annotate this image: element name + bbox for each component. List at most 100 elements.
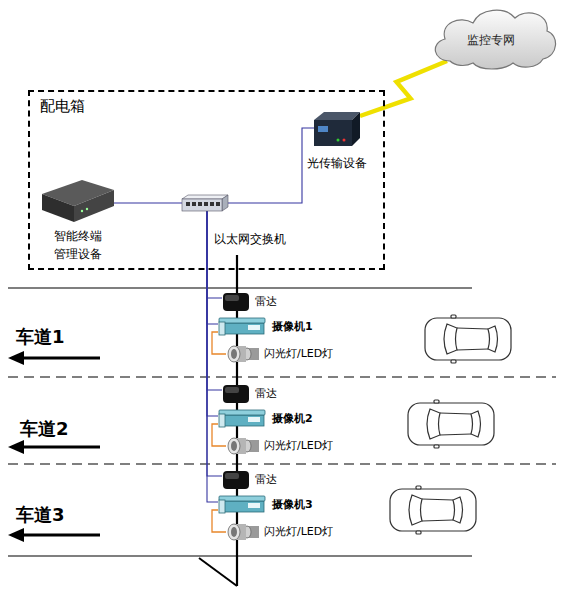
camera-icon bbox=[218, 496, 266, 514]
car-part bbox=[422, 499, 453, 500]
lane-label: 车道3 bbox=[16, 504, 65, 527]
device-label: 雷达 bbox=[255, 473, 277, 487]
radar-icon-part bbox=[225, 387, 239, 393]
terminal-device-icon-part bbox=[74, 190, 114, 222]
car bbox=[425, 315, 511, 363]
radar: 雷达 bbox=[222, 470, 250, 490]
radar-icon-part bbox=[225, 295, 239, 301]
optical-device-icon-part bbox=[314, 120, 352, 146]
camera-icon bbox=[218, 410, 266, 428]
optical-device-icon bbox=[314, 110, 360, 146]
lane-arrows-part bbox=[8, 351, 24, 365]
car-part bbox=[451, 360, 456, 363]
car-part bbox=[440, 413, 471, 414]
camera-icon-part bbox=[222, 323, 264, 334]
device-label: 雷达 bbox=[255, 387, 277, 401]
device-label: 以太网交换机 bbox=[214, 232, 286, 247]
camera-icon-part bbox=[219, 410, 265, 415]
road-markings bbox=[8, 288, 556, 556]
radar: 雷达 bbox=[222, 292, 250, 312]
camera-icon-part bbox=[248, 417, 260, 422]
wireless-link bbox=[360, 61, 447, 116]
terminal-device-icon bbox=[42, 180, 114, 222]
flash-lamp-icon bbox=[226, 436, 260, 456]
lane-arrows-part bbox=[8, 528, 24, 542]
radar: 雷达 bbox=[222, 384, 250, 404]
lane-arrows-part bbox=[22, 446, 100, 449]
flash-lamp: 闪光灯/LED灯 bbox=[226, 522, 260, 542]
camera-icon-part bbox=[248, 325, 260, 330]
device-label: 闪光灯/LED灯 bbox=[264, 439, 333, 453]
flash-lamp: 闪光灯/LED灯 bbox=[226, 344, 260, 364]
radar-icon-part bbox=[223, 293, 249, 311]
terminal-device-icon-part bbox=[81, 210, 83, 212]
road-markings-part bbox=[8, 287, 472, 288]
radar-icon bbox=[222, 292, 250, 312]
radar-icon-part bbox=[223, 471, 249, 489]
car-part bbox=[457, 328, 488, 329]
optical-device-icon-part bbox=[337, 139, 340, 142]
lane-label-holder: 车道2 bbox=[20, 418, 69, 441]
cloud-node: 监控专网 bbox=[425, 3, 560, 73]
terminal-device-icon-part bbox=[42, 194, 74, 222]
switch-icon-part bbox=[182, 199, 222, 211]
flash-lamp-icon bbox=[226, 522, 260, 542]
optical-device-icon-part bbox=[343, 139, 346, 142]
flash-lamp-icon-part bbox=[228, 438, 240, 454]
car-part bbox=[434, 445, 439, 448]
switch-icon-part bbox=[222, 195, 228, 211]
device-label: 摄像机3 bbox=[272, 498, 313, 512]
device-label: 光传输设备 bbox=[297, 156, 377, 171]
road-markings-part bbox=[8, 463, 556, 464]
car bbox=[390, 486, 476, 534]
radar-icon-part bbox=[223, 385, 249, 403]
network-cable bbox=[207, 211, 222, 298]
lane-arrows-part bbox=[22, 357, 100, 360]
switch-icon-part bbox=[186, 202, 190, 206]
camera-icon-part bbox=[222, 501, 264, 512]
network-cable bbox=[207, 211, 218, 502]
optical-device: 光传输设备 bbox=[314, 110, 360, 146]
camera-icon-part bbox=[219, 496, 265, 501]
car-part bbox=[427, 409, 440, 439]
camera-icon-part bbox=[219, 322, 225, 335]
lane-label-holder: 车道1 bbox=[16, 326, 65, 349]
car-part bbox=[409, 495, 422, 525]
flash-lamp: 闪光灯/LED灯 bbox=[226, 436, 260, 456]
car bbox=[408, 400, 494, 448]
flash-lamp-icon-part bbox=[228, 524, 240, 540]
device-label: 雷达 bbox=[255, 295, 277, 309]
camera-icon-part bbox=[222, 415, 264, 426]
camera: 摄像机3 bbox=[218, 496, 266, 514]
camera-icon-part bbox=[219, 318, 265, 323]
switch-icon-part bbox=[192, 202, 196, 206]
switch-icon-part bbox=[198, 202, 202, 206]
lane-label: 车道1 bbox=[16, 326, 65, 349]
network-cable bbox=[207, 211, 222, 476]
car-part bbox=[416, 531, 421, 534]
camera: 摄像机2 bbox=[218, 410, 266, 428]
car-part bbox=[390, 489, 476, 531]
radar-icon-part bbox=[225, 473, 239, 479]
network-cable bbox=[207, 211, 218, 324]
lane-arrows-part bbox=[22, 534, 100, 537]
road-markings-part bbox=[8, 555, 472, 556]
car-part bbox=[453, 497, 463, 523]
network-cable bbox=[228, 128, 314, 203]
car-part bbox=[422, 520, 453, 521]
radar-icon bbox=[222, 470, 250, 490]
switch-icon-part bbox=[210, 202, 214, 206]
car-part bbox=[425, 318, 511, 360]
car-part bbox=[408, 403, 494, 445]
camera-icon bbox=[218, 318, 266, 336]
switch-icon bbox=[182, 195, 228, 211]
camera-icon-part bbox=[219, 414, 225, 427]
device-label: 监控专网 bbox=[423, 33, 558, 48]
lane-arrows-part bbox=[8, 440, 24, 454]
device-label: 摄像机1 bbox=[272, 320, 313, 334]
switch-icon-part bbox=[204, 202, 208, 206]
camera-icon-part bbox=[248, 503, 260, 508]
car-part bbox=[457, 349, 488, 350]
flash-lamp-icon-part bbox=[231, 349, 237, 359]
